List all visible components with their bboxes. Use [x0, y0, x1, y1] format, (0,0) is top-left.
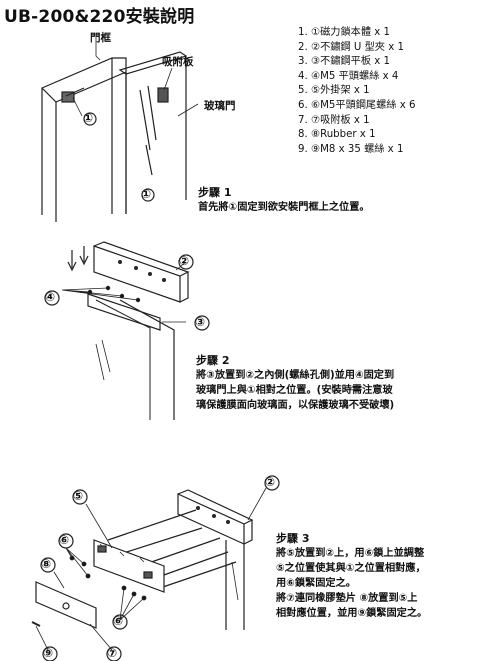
- parts-list-item: 5. ⑤外掛架 x 1: [298, 85, 370, 97]
- callout-2: ②: [265, 475, 276, 489]
- parts-list-item: 7. ⑦吸附板 x 1: [298, 114, 370, 126]
- step1-section: 步驟 1 首先將①固定到欲安裝門框上之位置。: [198, 184, 370, 215]
- step3-section: 步驟 3 將⑤放置到②上，用⑥鎖上並調整 ⑤之位置使其與①之位置相對應， 用⑥鎖…: [276, 530, 427, 621]
- step1-illustration: [41, 36, 199, 222]
- callout-1: ①: [141, 187, 152, 201]
- step3-line: 用⑥鎖緊固定之。: [276, 578, 356, 589]
- callout-2: ②: [179, 254, 190, 268]
- parts-list-item: 6. ⑥M5平頭鋼尾螺絲 x 6: [298, 99, 416, 111]
- step3-title: 步驟 3: [276, 532, 310, 545]
- step2-illustration: [44, 241, 210, 420]
- step1-line: 首先將①固定到欲安裝門框上之位置。: [198, 202, 370, 213]
- parts-list-item: 4. ④M5 平頭螺絲 x 4: [298, 70, 399, 82]
- callout-6: ⑥: [113, 614, 124, 628]
- callout-3: ③: [195, 315, 206, 329]
- parts-list-item: 9. ⑨M8 x 35 螺絲 x 1: [298, 143, 404, 155]
- suction-plate-label: 吸附板: [162, 56, 194, 68]
- step3-line: 將⑤放置到②上，用⑥鎖上並調整: [276, 548, 425, 559]
- parts-list-item: 2. ②不鏽鋼 U 型夾 x 1: [298, 41, 404, 53]
- step3-illustration: [31, 475, 280, 661]
- door-frame-label: 門框: [90, 32, 111, 44]
- parts-list-item: 8. ⑧Rubber x 1: [298, 129, 376, 141]
- step2-line: 璃保護膜面向玻璃面，以保護玻璃不受破壞): [196, 400, 395, 411]
- callout-6: ⑥: [59, 533, 70, 547]
- parts-list-item: 3. ③不鏽鋼平板 x 1: [298, 56, 391, 68]
- callout-1: ①: [83, 111, 94, 125]
- glass-door-label: 玻璃門: [204, 100, 236, 112]
- step3-line: ⑤之位置使其與①之位置相對應，: [276, 563, 426, 574]
- callout-4: ④: [45, 290, 56, 304]
- callout-9: ⑨: [43, 646, 54, 660]
- parts-list: 1. ①磁力鎖本體 x 1 2. ②不鏽鋼 U 型夾 x 1 3. ③不鏽鋼平板…: [298, 26, 415, 157]
- page-title: UB-200&220安裝說明: [4, 7, 195, 27]
- step2-line: 將③放置到②之內側(螺絲孔側)並用④固定到: [196, 370, 395, 381]
- callout-5: ⑤: [73, 489, 84, 503]
- step2-title: 步驟 2: [196, 354, 230, 367]
- step2-section: 步驟 2 將③放置到②之內側(螺絲孔側)並用④固定到 玻璃門上與①相對之位置。(…: [196, 352, 394, 413]
- step3-line: 將⑦連同橡膠墊片 ⑧放置到⑤上: [276, 593, 418, 604]
- step3-line: 相對應位置，並用⑨鎖緊固定之。: [276, 608, 428, 619]
- step1-title: 步驟 1: [198, 186, 232, 199]
- callout-7: ⑦: [107, 646, 118, 660]
- step2-line: 玻璃門上與①相對之位置。(安裝時需注意玻: [196, 385, 393, 396]
- parts-list-item: 1. ①磁力鎖本體 x 1: [298, 27, 391, 38]
- callout-8: ⑧: [41, 557, 52, 571]
